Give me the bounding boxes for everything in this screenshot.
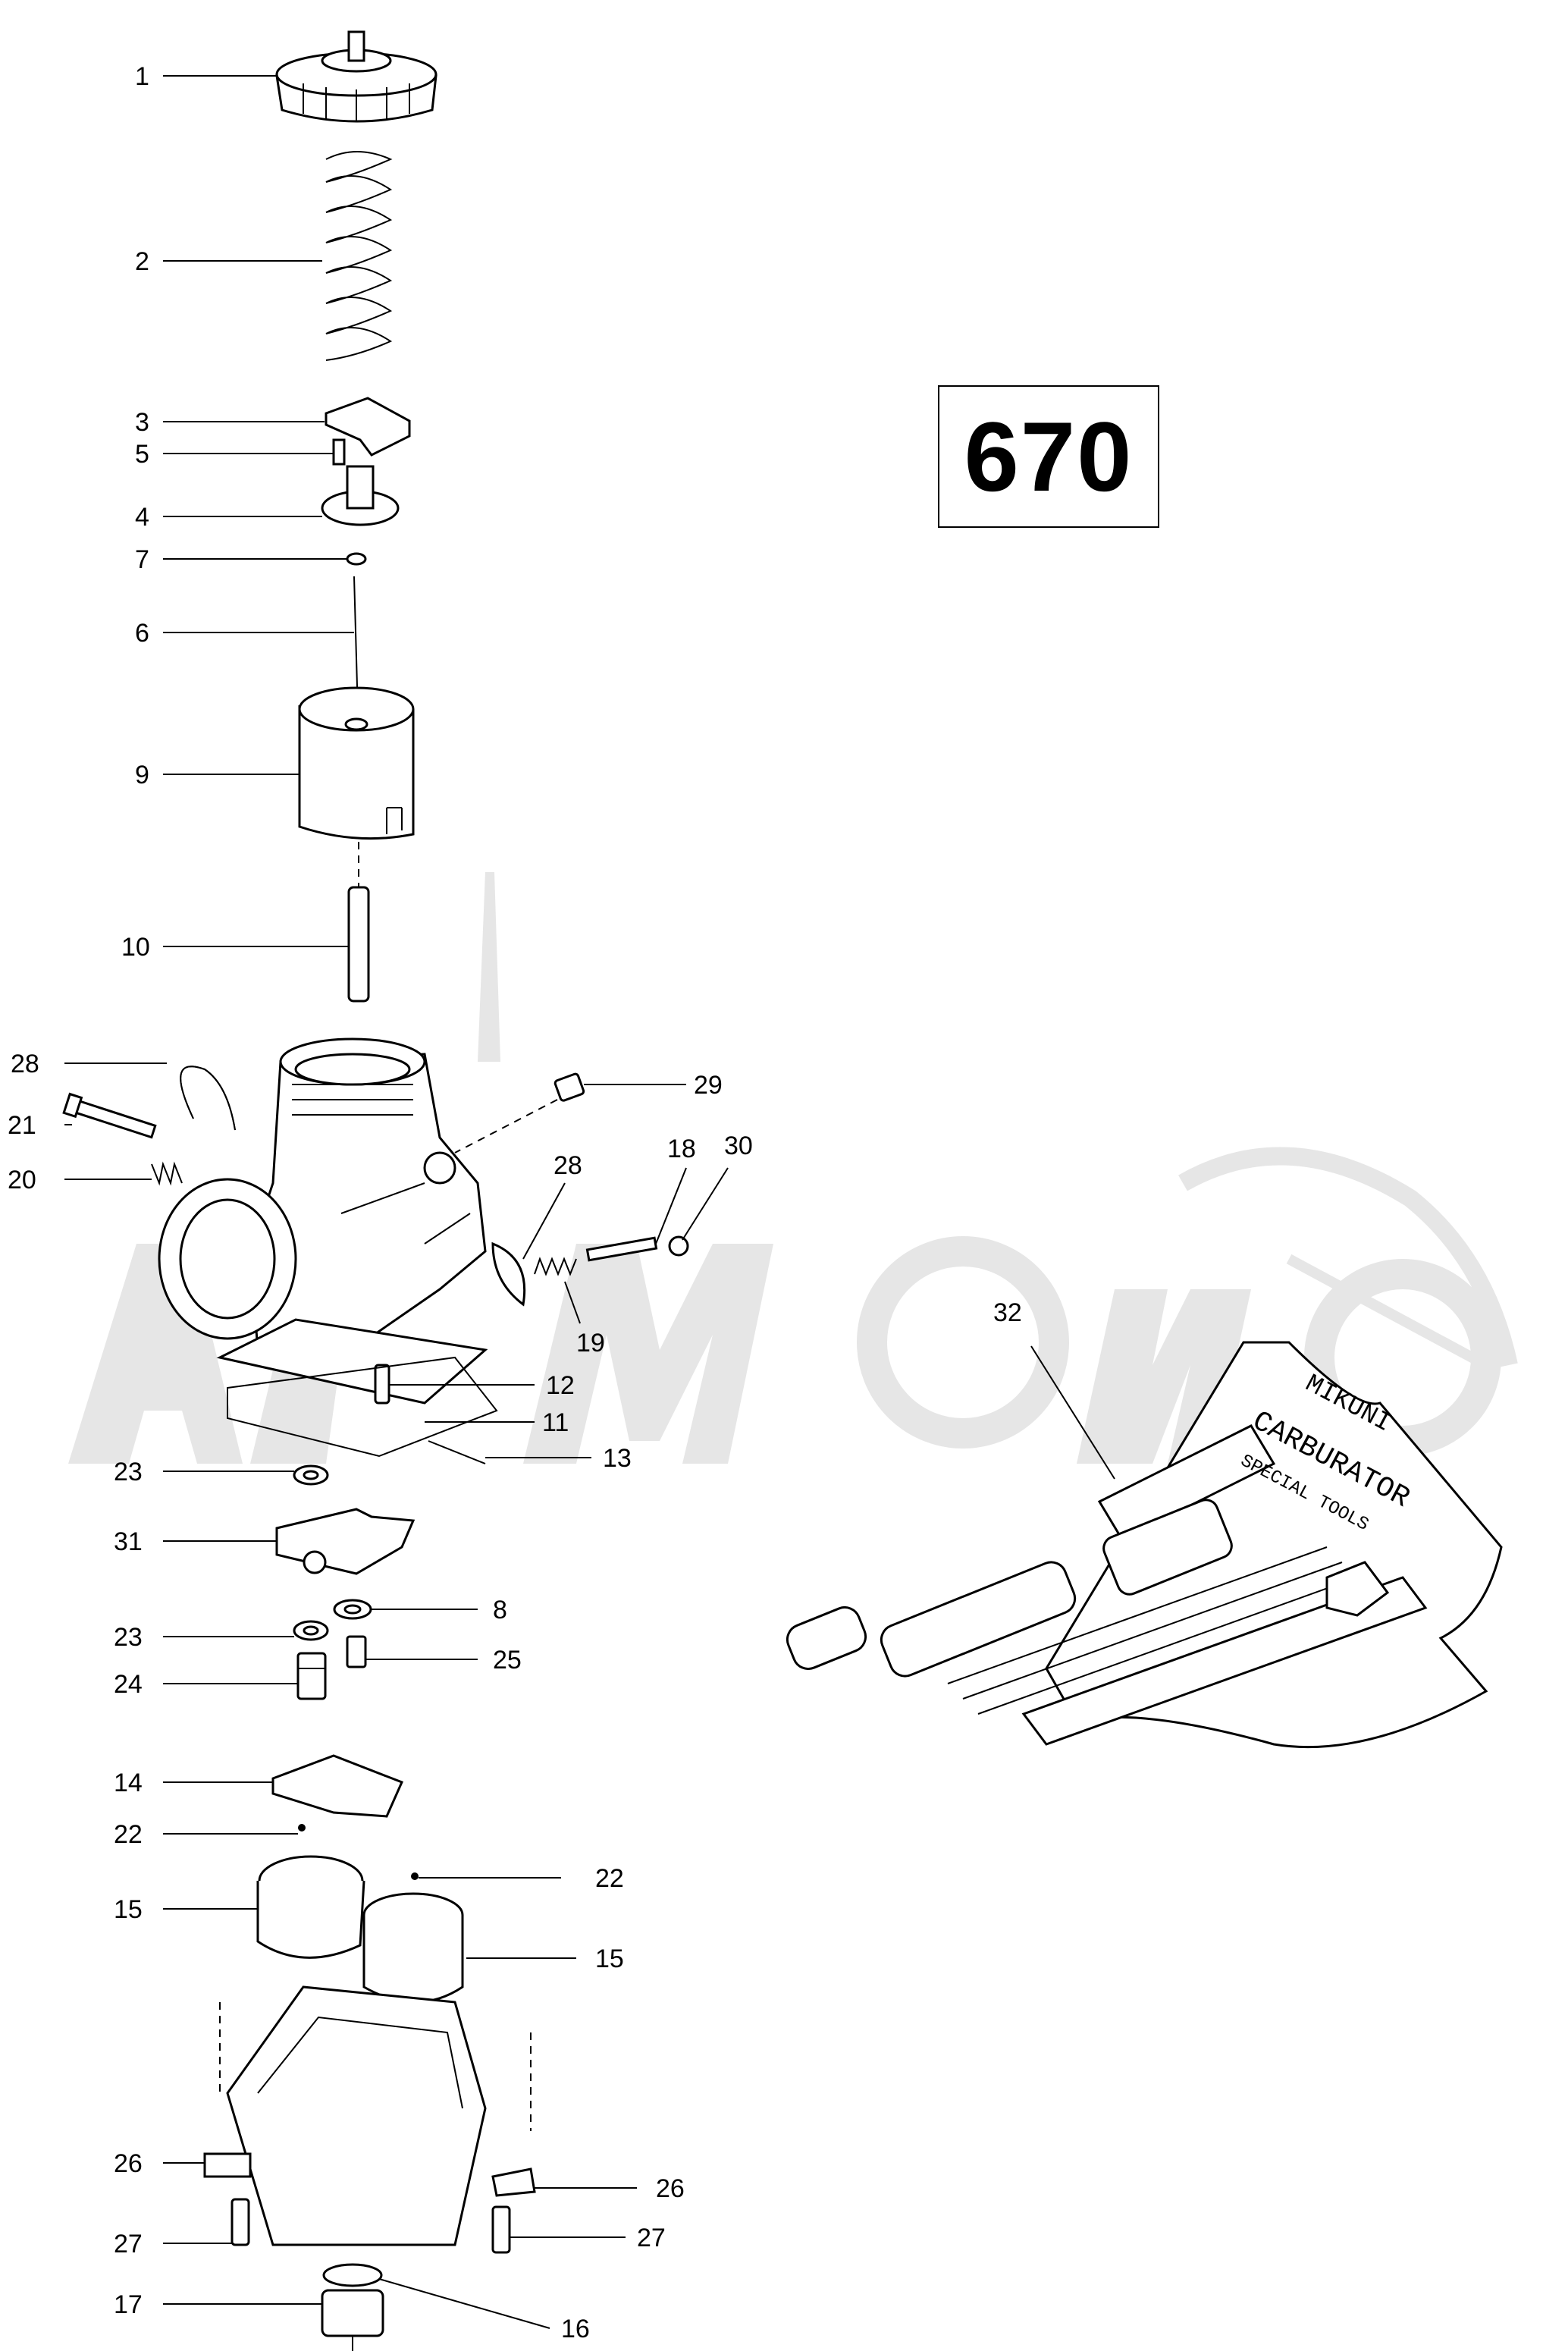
part-tool-kit <box>786 1341 1503 1749</box>
part-washer-lower <box>293 1620 329 1641</box>
callout-label-32: 32 <box>993 1298 1022 1327</box>
part-float-pin <box>428 1440 486 1464</box>
part-pilot-jet <box>374 1364 390 1405</box>
callout-label-26-right: 26 <box>656 2174 685 2203</box>
part-spring <box>325 151 393 361</box>
part-bowl-bracket-right <box>491 2167 536 2197</box>
part-washer-upper <box>293 1464 329 1486</box>
callout-label-15-right: 15 <box>595 1945 624 1973</box>
part-drain-plug <box>321 2289 384 2351</box>
callout-label-20: 20 <box>8 1166 36 1194</box>
callout-label-29: 29 <box>694 1071 723 1100</box>
callout-label-9: 9 <box>135 761 149 789</box>
part-float-pin-marker-right <box>411 1872 419 1880</box>
part-baffle-plate <box>275 1508 416 1575</box>
part-idle-screw <box>62 1092 157 1139</box>
callout-label-2: 2 <box>135 247 149 276</box>
part-ball <box>668 1235 689 1257</box>
model-number: 670 <box>964 401 1134 512</box>
part-float-bowl <box>219 1985 532 2246</box>
callout-label-16: 16 <box>561 2315 590 2343</box>
callout-label-17: 17 <box>114 2290 143 2319</box>
part-small-pin <box>332 438 346 466</box>
part-e-clip <box>346 552 367 566</box>
part-throttle-slide <box>298 686 415 840</box>
part-o-ring <box>322 2263 383 2287</box>
callout-label-1: 1 <box>135 62 149 91</box>
callout-label-13: 13 <box>603 1444 632 1473</box>
part-needle-jet <box>347 842 370 1003</box>
part-vent-tube-right <box>491 1241 526 1307</box>
callout-label-7: 7 <box>135 545 149 574</box>
part-bowl-bracket-left <box>203 2152 252 2178</box>
part-carburetor-body <box>158 1037 488 1405</box>
part-needle-valve-seat <box>296 1652 327 1700</box>
callout-label-23-upper: 23 <box>114 1458 143 1486</box>
part-cap <box>275 30 437 123</box>
part-float-right <box>362 1892 464 2004</box>
part-float-arm <box>271 1754 404 1818</box>
callout-label-14: 14 <box>114 1769 143 1797</box>
callout-label-6: 6 <box>135 619 149 648</box>
callout-label-21: 21 <box>8 1111 36 1140</box>
part-needle-clip <box>325 397 411 457</box>
part-washer-8 <box>333 1599 372 1620</box>
callout-label-5: 5 <box>135 440 149 469</box>
part-idle-spring <box>151 1161 183 1186</box>
callout-label-28-right: 28 <box>554 1151 582 1180</box>
part-bowl-screw-left <box>230 2198 250 2246</box>
callout-label-24: 24 <box>114 1670 143 1699</box>
callout-label-31: 31 <box>114 1527 143 1556</box>
callout-label-10: 10 <box>121 933 150 962</box>
callout-label-22-left: 22 <box>114 1820 143 1849</box>
callout-label-3: 3 <box>135 408 149 437</box>
callout-label-15-left: 15 <box>114 1895 143 1924</box>
part-air-screw-spring <box>534 1257 577 1276</box>
part-float-left <box>256 1855 365 1959</box>
callout-label-28-left: 28 <box>11 1050 39 1078</box>
part-float-gasket <box>227 1356 498 1458</box>
callout-label-11: 11 <box>542 1408 569 1437</box>
callout-label-25: 25 <box>493 1646 522 1675</box>
callout-label-30: 30 <box>724 1132 753 1160</box>
leader-lines <box>64 75 1115 2329</box>
part-float-pin-marker-left <box>298 1824 306 1832</box>
part-vent-tube-left <box>180 1066 236 1131</box>
callout-label-12: 12 <box>546 1371 575 1400</box>
part-needle-valve <box>346 1635 367 1668</box>
callout-label-22-right: 22 <box>595 1864 624 1893</box>
callout-labels: 1 2 3 5 4 7 6 9 10 28 21 20 29 28 18 30 … <box>8 62 1022 2343</box>
part-bowl-screw-right <box>491 2205 511 2254</box>
callout-label-23-lower: 23 <box>114 1623 143 1652</box>
part-plug <box>454 1072 585 1154</box>
part-retainer-plate <box>321 465 400 526</box>
callout-label-26-left: 26 <box>114 2149 143 2178</box>
callout-label-19: 19 <box>576 1329 605 1358</box>
callout-label-27-right: 27 <box>637 2224 666 2252</box>
model-number-box: 670 <box>938 385 1159 528</box>
callout-label-18: 18 <box>667 1135 696 1163</box>
callout-label-8: 8 <box>493 1596 507 1624</box>
callout-label-27-left: 27 <box>114 2230 143 2258</box>
callout-label-4: 4 <box>135 503 149 532</box>
